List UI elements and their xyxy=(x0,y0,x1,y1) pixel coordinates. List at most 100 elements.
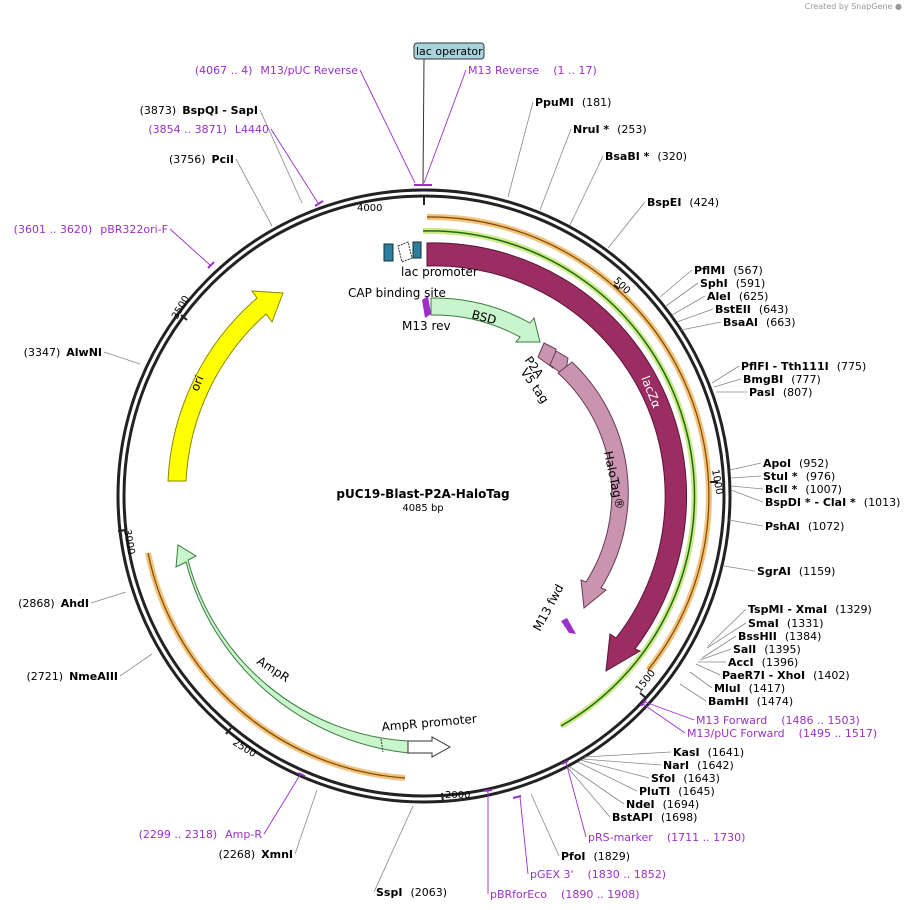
primer-range: (1486 .. 1503) xyxy=(781,714,860,727)
primer-leader xyxy=(642,703,686,734)
primer-label[interactable]: pGEX 3'(1830 .. 1852) xyxy=(530,868,666,881)
enzyme-leader xyxy=(706,622,747,649)
enzyme-site[interactable]: (3873)BspQI - SapI xyxy=(140,104,258,117)
amp-r-mark[interactable] xyxy=(297,772,306,777)
enzyme-position: (775) xyxy=(837,360,867,373)
enzyme-leader xyxy=(235,158,273,227)
enzyme-leader xyxy=(701,635,737,659)
backbone-outer xyxy=(116,188,732,804)
enzyme-site[interactable]: StuI *(976) xyxy=(763,470,835,483)
enzyme-site[interactable]: BssHII(1384) xyxy=(738,630,821,643)
enzyme-site[interactable]: PfoI(1829) xyxy=(561,850,630,863)
enzyme-site[interactable]: SgrAI(1159) xyxy=(757,565,835,578)
m13-forward-mark[interactable] xyxy=(640,699,647,707)
primer-leader xyxy=(519,796,529,875)
enzyme-name: AlwNI xyxy=(66,346,102,359)
enzyme-site[interactable]: SfoI(1643) xyxy=(651,772,720,785)
enzyme-site[interactable]: BsaAI(663) xyxy=(723,316,796,329)
enzyme-site[interactable]: PpuMI(181) xyxy=(535,96,611,109)
lac-promoter-arrow[interactable] xyxy=(397,241,413,263)
enzyme-site[interactable]: PflFI - Tth111I(775) xyxy=(741,360,866,373)
enzyme-site[interactable]: AccI(1396) xyxy=(728,656,798,669)
enzyme-site[interactable]: (2868)AhdI xyxy=(18,597,89,610)
lac-operator-leader xyxy=(422,58,425,185)
primer-label[interactable]: M13 Forward(1486 .. 1503) xyxy=(696,714,860,727)
bsd-arrow[interactable] xyxy=(430,297,541,343)
enzyme-site[interactable]: BamHI(1474) xyxy=(708,695,793,708)
lacz-arrow[interactable] xyxy=(426,242,688,672)
enzyme-position: (1694) xyxy=(663,798,700,811)
enzyme-site[interactable]: SphI(591) xyxy=(700,277,765,290)
pbrforeco-mark[interactable] xyxy=(512,795,522,799)
enzyme-site[interactable]: AleI(625) xyxy=(707,290,768,303)
ampr-arrow[interactable] xyxy=(175,544,409,754)
l4440-mark[interactable] xyxy=(314,200,324,207)
prs-marker-mark[interactable] xyxy=(561,760,569,765)
enzyme-site[interactable]: PflMI(567) xyxy=(694,264,763,277)
enzyme-site[interactable]: MluI(1417) xyxy=(714,682,785,695)
primer-label[interactable]: pBRforEco(1890 .. 1908) xyxy=(490,888,640,901)
enzyme-site[interactable]: TspMI - XmaI(1329) xyxy=(748,603,872,616)
primer-label[interactable]: pRS-marker(1711 .. 1730) xyxy=(588,831,745,844)
bsd-label: BSD xyxy=(470,307,498,327)
ori-arrow[interactable] xyxy=(167,290,284,482)
pbr322ori-f-mark[interactable] xyxy=(207,261,215,269)
lac-operator-box[interactable] xyxy=(412,241,422,259)
enzyme-site[interactable]: BmgBI(777) xyxy=(743,373,821,386)
halotag-arrow[interactable] xyxy=(557,361,629,609)
tick-label: 1000 xyxy=(709,469,724,496)
enzyme-site[interactable]: BstAPI(1698) xyxy=(612,811,697,824)
enzyme-site[interactable]: (2721)NmeAIII xyxy=(27,670,119,683)
tick-label: 3000 xyxy=(121,529,136,556)
primer-label[interactable]: (4067 .. 4)M13/pUC Reverse xyxy=(195,64,358,77)
enzyme-name: SfoI xyxy=(651,772,675,785)
enzyme-site[interactable]: BclI *(1007) xyxy=(765,483,842,496)
enzyme-site[interactable]: (2268)XmnI xyxy=(219,848,293,861)
enzyme-leader xyxy=(567,767,611,818)
m13-rev-marker[interactable] xyxy=(422,296,431,318)
lac-operator-badge[interactable] xyxy=(413,42,485,60)
enzyme-leader xyxy=(711,365,740,384)
primer-label[interactable]: M13 Reverse(1 .. 17) xyxy=(468,64,597,77)
primer-range: (4067 .. 4) xyxy=(195,64,253,77)
primer-label[interactable]: M13/pUC Forward(1495 .. 1517) xyxy=(687,727,877,740)
m13-fwd-marker[interactable] xyxy=(561,618,576,634)
enzyme-site[interactable]: (3756)PciI xyxy=(169,153,234,166)
enzyme-site[interactable]: BspEI(424) xyxy=(647,196,719,209)
enzyme-site[interactable]: PluTI(1645) xyxy=(639,785,715,798)
enzyme-site[interactable]: SmaI(1331) xyxy=(748,617,823,630)
enzyme-leader xyxy=(723,565,756,572)
ampr-promoter-arrow[interactable] xyxy=(407,736,452,758)
enzyme-site[interactable]: NdeI(1694) xyxy=(626,798,699,811)
cap-binding-site-box[interactable] xyxy=(383,243,394,262)
enzyme-site[interactable]: KasI(1641) xyxy=(673,746,744,759)
enzyme-site[interactable]: ApoI(952) xyxy=(763,457,829,470)
enzyme-name: SmaI xyxy=(748,617,779,630)
primer-label[interactable]: (2299 .. 2318)Amp-R xyxy=(139,828,263,841)
enzyme-site[interactable]: PshAI(1072) xyxy=(765,520,844,533)
primer-label[interactable]: (3601 .. 3620)pBR322ori-F xyxy=(14,223,168,236)
pgex3-mark[interactable] xyxy=(483,789,493,792)
enzyme-name: PflMI xyxy=(694,264,725,277)
enzyme-leader xyxy=(713,378,742,388)
enzyme-site[interactable]: BspDI * - ClaI *(1013) xyxy=(765,496,900,509)
enzyme-site[interactable]: SspI(2063) xyxy=(376,886,447,899)
enzyme-name: PasI xyxy=(749,386,775,399)
enzyme-site[interactable]: BsaBI *(320) xyxy=(605,150,687,163)
primer-label[interactable]: (3854 .. 3871)L4440 xyxy=(148,123,269,136)
enzyme-name: BmgBI xyxy=(743,373,783,386)
enzyme-leader xyxy=(671,295,706,316)
enzyme-site[interactable]: NruI *(253) xyxy=(573,123,647,136)
enzyme-name: BssHII xyxy=(738,630,777,643)
primer-leader xyxy=(263,774,301,835)
enzyme-position: (2063) xyxy=(410,886,447,899)
enzyme-site[interactable]: BstEII(643) xyxy=(715,303,788,316)
enzyme-site[interactable]: NarI(1642) xyxy=(663,759,734,772)
enzyme-site[interactable]: PaeR7I - XhoI(1402) xyxy=(722,669,850,682)
enzyme-site[interactable]: SalI(1395) xyxy=(733,643,801,656)
enzyme-site[interactable]: PasI(807) xyxy=(749,386,812,399)
enzyme-site[interactable]: (3347)AlwNI xyxy=(24,346,102,359)
primer-name: M13/pUC Forward xyxy=(687,727,785,740)
enzyme-leader xyxy=(577,761,638,792)
enzyme-name: BsaAI xyxy=(723,316,758,329)
